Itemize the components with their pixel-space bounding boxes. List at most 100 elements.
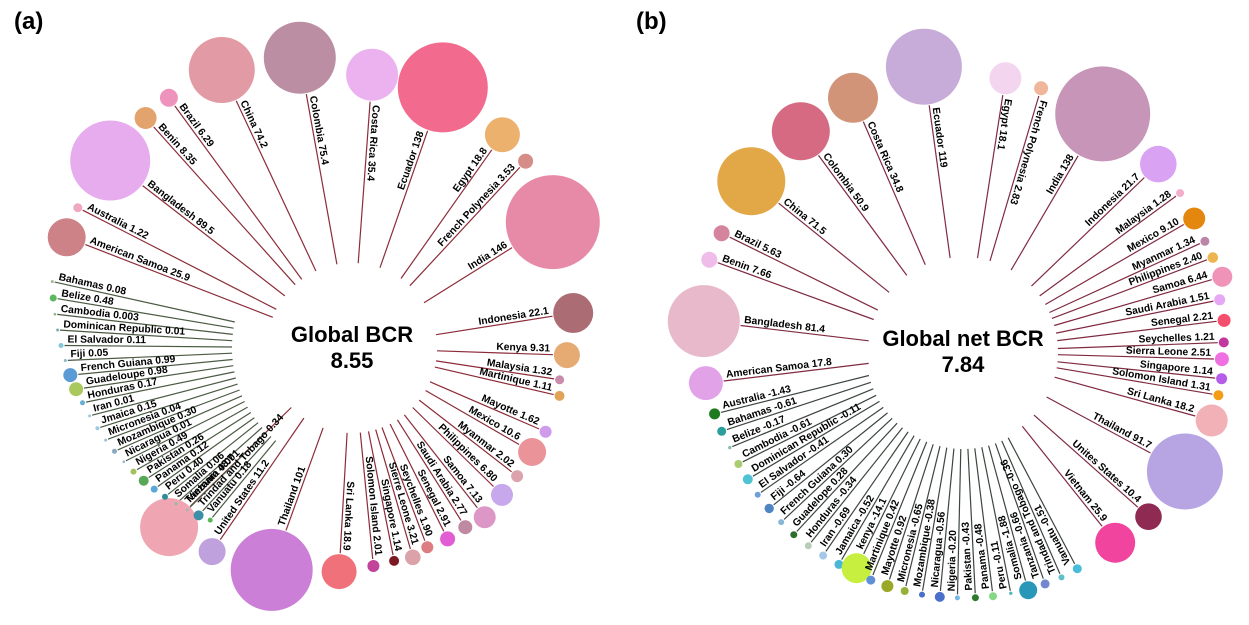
spoke-line bbox=[381, 427, 426, 541]
spoke-line bbox=[778, 202, 890, 293]
bubble-unites-states bbox=[1135, 503, 1162, 530]
bubble-costa-rica bbox=[346, 48, 399, 101]
bubbles bbox=[47, 21, 600, 611]
bubble-thailand bbox=[230, 528, 313, 611]
country-label: China 71.5 bbox=[781, 196, 828, 237]
spoke-line bbox=[994, 443, 1044, 579]
bubble-vanuatu bbox=[207, 517, 213, 523]
bubble-solomon-island bbox=[367, 560, 380, 572]
spoke-line bbox=[435, 360, 555, 380]
spoke-line bbox=[57, 313, 233, 335]
spoke-line bbox=[1033, 414, 1139, 508]
spoke-line bbox=[976, 95, 1004, 259]
spoke-line bbox=[285, 427, 324, 531]
bubble-ecuador bbox=[397, 42, 488, 133]
bubble-china bbox=[188, 37, 255, 103]
bubble-senegal bbox=[1217, 313, 1231, 327]
spoke-line bbox=[174, 105, 303, 280]
bubble-guadeloupe bbox=[69, 382, 84, 397]
spoke-line bbox=[939, 448, 955, 591]
country-label: Sri Lanka 18.2 bbox=[1126, 386, 1196, 415]
bubble-dominican-republic bbox=[742, 474, 753, 485]
country-label: Costa Rica 34.8 bbox=[865, 120, 905, 194]
country-label: Nigeria -0.20 bbox=[947, 530, 959, 592]
spoke-line bbox=[872, 441, 928, 576]
center-value: 8.55 bbox=[331, 348, 374, 373]
spoke-line bbox=[1055, 300, 1214, 334]
spoke-line bbox=[956, 448, 962, 595]
bubble-iran bbox=[88, 414, 92, 418]
country-label: Bangladesh 89.5 bbox=[145, 179, 216, 238]
bubble-samoa bbox=[1212, 266, 1233, 287]
bubble-trindad-and-tobago bbox=[193, 510, 204, 521]
bubble-malaysia bbox=[1176, 189, 1185, 198]
spoke-line bbox=[435, 315, 553, 336]
bubble-martinique bbox=[866, 575, 876, 585]
spoke-line bbox=[136, 406, 248, 471]
spoke-line bbox=[888, 444, 934, 580]
bubble-cambodia bbox=[53, 312, 57, 316]
bubble-jamaica bbox=[834, 559, 844, 569]
bubble-vanuatu bbox=[1072, 564, 1082, 574]
bubble-myanmar bbox=[1200, 236, 1210, 246]
country-label: India 138 bbox=[1045, 153, 1077, 197]
spoke-line bbox=[1007, 437, 1076, 565]
country-label: American Samoa 25.9 bbox=[88, 235, 191, 284]
country-label: American Samoa 17.8 bbox=[725, 357, 832, 381]
bubble-mexico bbox=[518, 438, 547, 466]
country-label: Ecuador 138 bbox=[396, 130, 427, 192]
bubble-guadelope bbox=[790, 531, 798, 539]
bubble-vietnam bbox=[1095, 522, 1136, 563]
bubble-nigeria bbox=[954, 595, 960, 601]
spoke-line bbox=[91, 377, 236, 416]
spoke-line bbox=[1057, 354, 1214, 360]
bubble-pakistan bbox=[138, 475, 149, 486]
spoke-lines bbox=[54, 93, 555, 560]
country-label: Brazil 5.63 bbox=[732, 229, 783, 261]
panel-a-label: (a) bbox=[14, 8, 44, 35]
spoke-line bbox=[723, 362, 869, 382]
bubble-egypt bbox=[989, 62, 1022, 95]
bubble-united-states bbox=[198, 538, 226, 566]
spoke-line bbox=[967, 448, 976, 594]
spoke-line bbox=[825, 431, 909, 552]
bubble-sri-lanka bbox=[1195, 404, 1228, 437]
spoke-line bbox=[107, 389, 240, 440]
country-label: Colombia 50.9 bbox=[820, 151, 870, 214]
spoke-line bbox=[64, 344, 233, 348]
panel-b-label: (b) bbox=[636, 8, 667, 35]
spoke-line bbox=[148, 411, 252, 479]
bubble-seychelles bbox=[421, 541, 434, 554]
spoke-line bbox=[235, 100, 317, 272]
country-label: Pakistan -0.43 bbox=[961, 521, 975, 590]
spoke-line bbox=[796, 422, 898, 532]
bubble-mozambique bbox=[919, 591, 925, 598]
bubble-saudi-arabia bbox=[458, 520, 473, 535]
spoke-line bbox=[85, 371, 235, 403]
spoke-line bbox=[423, 247, 513, 304]
spoke-line bbox=[100, 383, 238, 428]
bubble-american-samoa bbox=[688, 366, 723, 401]
spoke-line bbox=[125, 400, 245, 462]
bubble-mayotte bbox=[539, 425, 552, 438]
country-label: Vietnam 25.9 bbox=[1061, 468, 1109, 524]
spoke-line bbox=[167, 422, 259, 495]
bubble-micronesia bbox=[900, 587, 909, 595]
country-label: Egypt 18.1 bbox=[994, 98, 1013, 151]
spoke-line bbox=[729, 236, 879, 311]
spoke-line bbox=[1057, 361, 1216, 379]
spoke-line bbox=[54, 281, 235, 323]
bubble-bangladesh bbox=[70, 120, 151, 201]
spoke-line bbox=[1054, 376, 1196, 417]
bubble-somalia bbox=[174, 502, 178, 506]
bubble-bahamas bbox=[717, 426, 727, 436]
country-label: Solomon Island 2.01 bbox=[363, 456, 384, 556]
bubble-sierra-leone bbox=[1214, 352, 1229, 367]
spoke-line bbox=[188, 431, 267, 509]
country-label: Panama -0.48 bbox=[973, 523, 992, 590]
bubble-american-samoa bbox=[47, 218, 86, 257]
spoke-line bbox=[211, 440, 277, 518]
spoke-line bbox=[1001, 440, 1061, 575]
